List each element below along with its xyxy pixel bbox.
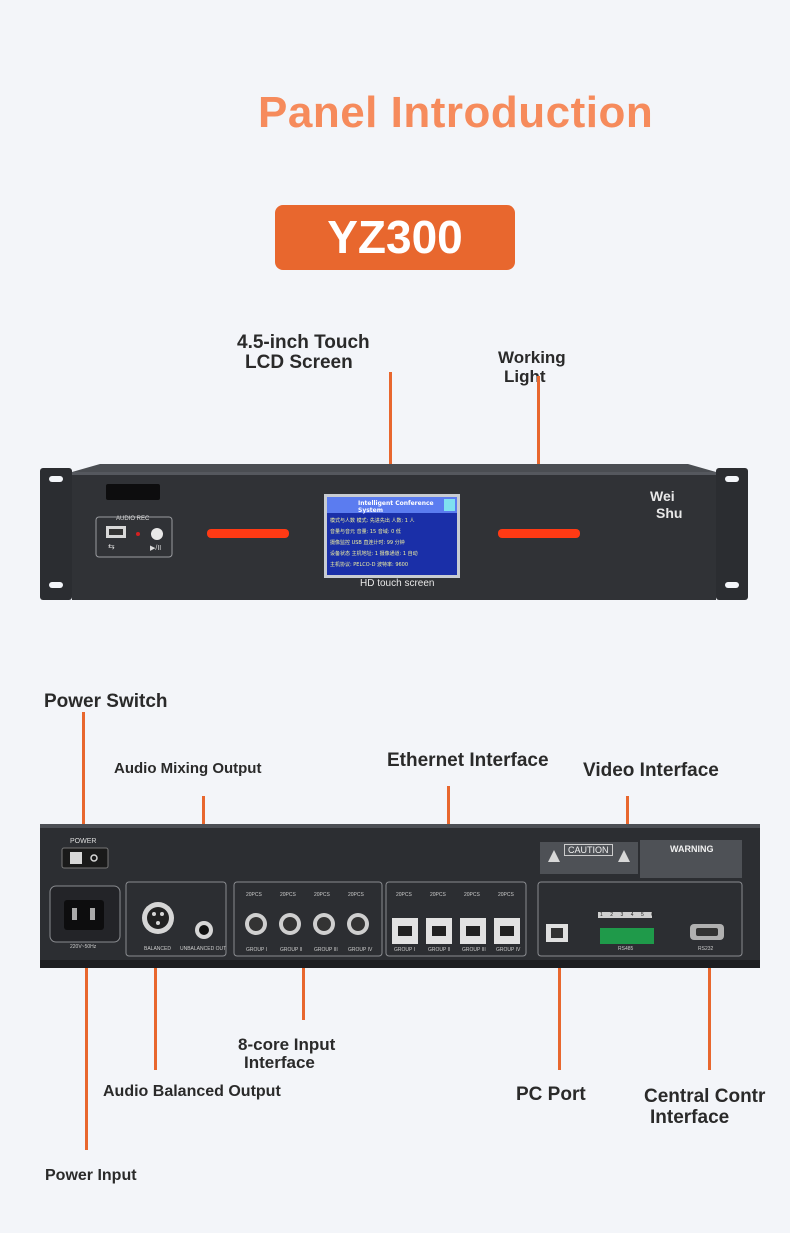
- screen-row: 摄像监控 USB 直连计时: 99 分钟: [330, 540, 405, 546]
- audio-balanced-label: Audio Balanced Output: [103, 1083, 281, 1100]
- eth-port-bottom-1: GROUP I: [394, 947, 416, 953]
- eth-port-top-3: 20PCS: [464, 892, 480, 898]
- audio-rec-label: AUDIO REC: [116, 516, 150, 522]
- eth-port-top-2: 20PCS: [430, 892, 446, 898]
- power-switch-button[interactable]: [62, 848, 108, 868]
- warning-text: WARNING: [670, 844, 714, 854]
- rear-panel-graphic: [40, 824, 760, 968]
- power-input-label: Power Input: [45, 1167, 137, 1184]
- model-badge: YZ300: [275, 205, 515, 270]
- eth-port-top-1: 20PCS: [396, 892, 412, 898]
- power-text: POWER: [70, 838, 97, 845]
- core-port-top-4: 20PCS: [348, 892, 364, 898]
- voltage-text: 220V~50Hz: [70, 944, 97, 950]
- screen-row: 模式与人数 模式: 先进先出 人数: 1 人: [330, 518, 415, 524]
- central-control-line: [708, 944, 711, 1070]
- ethernet-label: Ethernet Interface: [387, 750, 549, 771]
- eth-port-top-4: 20PCS: [498, 892, 514, 898]
- audio-mixing-label: Audio Mixing Output: [114, 760, 262, 777]
- working-light-label: Working Light: [498, 348, 566, 386]
- brand-logo: Wei Shu: [650, 488, 683, 521]
- video-label: Video Interface: [583, 760, 719, 781]
- page-title: Panel Introduction: [258, 88, 654, 137]
- lcd-pointer-line: [389, 372, 392, 498]
- eight-core-label: 8-core Input Interface: [238, 1035, 336, 1072]
- caution-text: CAUTION: [564, 844, 613, 856]
- play-button[interactable]: [150, 527, 164, 541]
- core-port-bottom-2: GROUP II: [280, 947, 303, 953]
- core-port-bottom-4: GROUP IV: [348, 947, 373, 953]
- front-panel: AUDIO REC ▶/II ⇆ Intelligent Conference …: [40, 462, 748, 602]
- screen-header: Intelligent Conference System: [358, 500, 434, 514]
- audio-balanced-line: [154, 942, 157, 1070]
- core-port-top-1: 20PCS: [246, 892, 262, 898]
- power-input-line: [85, 944, 88, 1150]
- core-port-bottom-1: GROUP I: [246, 947, 268, 953]
- eth-port-bottom-2: GROUP II: [428, 947, 451, 953]
- pc-port-label: PC Port: [516, 1084, 586, 1105]
- central-control-label: Central Contr Interface: [644, 1086, 766, 1128]
- core-port-top-3: 20PCS: [314, 892, 330, 898]
- core-port-bottom-3: GROUP III: [314, 947, 338, 953]
- unbalanced-text: UNBALANCED OUT: [180, 946, 227, 952]
- power-switch-label: Power Switch: [44, 691, 168, 712]
- screen-row: 主机协议: PELCO-D 波特率: 9600: [330, 562, 409, 568]
- eth-port-bottom-4: GROUP IV: [496, 947, 521, 953]
- eth-port-bottom-3: GROUP III: [462, 947, 486, 953]
- eight-core-line: [302, 922, 305, 1020]
- screen-rows: 模式与人数 模式: 先进先出 人数: 1 人 音量与音元 音量: 15 音域: …: [330, 516, 456, 571]
- balanced-text: BALANCED: [144, 946, 171, 952]
- screen-row: 音量与音元 音量: 15 音域: 0 低: [330, 529, 401, 535]
- usb-icon: ⇆: [108, 542, 115, 551]
- play-pause-label: ▶/II: [150, 545, 162, 552]
- screen-row: 设备状态 主机地址: 1 摄像通道: 1 自动: [330, 551, 418, 557]
- rear-panel: POWER CAUTION WARNING 220V~50Hz BALANCED…: [40, 824, 760, 968]
- lcd-screen-label: 4.5-inch Touch LCD Screen: [237, 332, 370, 373]
- power-switch-line: [82, 712, 85, 852]
- rs232-text: RS232: [698, 946, 714, 952]
- pc-port-line: [558, 944, 561, 1070]
- rs485-text: RS485: [618, 946, 634, 952]
- front-panel-graphic: [40, 464, 748, 600]
- light-pointer-line: [537, 376, 540, 524]
- core-port-top-2: 20PCS: [280, 892, 296, 898]
- screen-caption: HD touch screen: [360, 578, 435, 589]
